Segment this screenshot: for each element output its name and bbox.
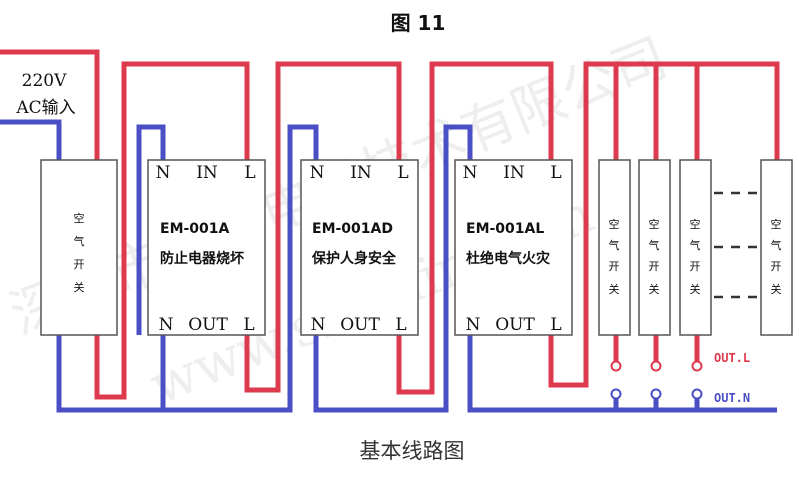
module-em-001al: N IN L EM-001AL 杜绝电气火灾 N OUT L bbox=[454, 159, 573, 336]
branch-4-char-2: 气 bbox=[771, 238, 782, 252]
live-wire-module1-to-module2 bbox=[244, 61, 402, 393]
out-n-label: OUT.N bbox=[714, 391, 750, 405]
module-3-top-in: IN bbox=[503, 163, 525, 183]
module-2-bottom-out: OUT bbox=[340, 315, 380, 335]
module-1-top-n: N bbox=[156, 163, 171, 183]
live-wire-breaker-to-module1 bbox=[94, 61, 250, 400]
neutral-loop-module3 bbox=[313, 124, 473, 413]
main-breaker-char-4: 关 bbox=[74, 280, 85, 294]
out-n-terminal-3 bbox=[691, 388, 703, 400]
module-1-model: EM-001A bbox=[160, 221, 230, 237]
branch-breaker-3: 空 气 开 关 bbox=[679, 159, 712, 336]
figure-title: 图 11 bbox=[391, 11, 446, 35]
branch-3-char-3: 开 bbox=[690, 260, 701, 273]
module-2-top-l: L bbox=[397, 163, 408, 183]
out-l-terminal-3 bbox=[691, 360, 703, 372]
neutral-wires bbox=[0, 119, 777, 413]
module-1-bottom-n: N bbox=[159, 315, 174, 335]
module-em-001ad: N IN L EM-001AD 保护人身安全 N OUT L bbox=[300, 159, 419, 336]
neutral-link-module1-to-module2 bbox=[136, 124, 166, 335]
module-3-top-l: L bbox=[550, 163, 561, 183]
branch-1-char-2: 气 bbox=[609, 238, 620, 252]
module-3-top-n: N bbox=[463, 163, 478, 183]
branch-1-char-3: 开 bbox=[609, 260, 620, 273]
branch-1-char-4: 关 bbox=[609, 282, 620, 296]
branch-breaker-4: 空 气 开 关 bbox=[760, 159, 793, 336]
branch-4-char-1: 空 bbox=[771, 217, 782, 231]
module-2-function: 保护人身安全 bbox=[311, 250, 397, 267]
module-1-bottom-out: OUT bbox=[188, 315, 228, 335]
branch-2-char-4: 关 bbox=[649, 282, 660, 296]
module-2-bottom-n: N bbox=[311, 315, 326, 335]
branch-2-char-2: 气 bbox=[649, 238, 660, 252]
live-wire-module2-to-module3 bbox=[396, 61, 554, 395]
output-terminals bbox=[610, 360, 703, 400]
more-branches-ellipsis bbox=[714, 191, 760, 299]
main-breaker-char-3: 开 bbox=[74, 258, 85, 271]
module-3-bottom-out: OUT bbox=[495, 315, 535, 335]
module-1-top-l: L bbox=[244, 163, 255, 183]
main-breaker-char-1: 空 bbox=[74, 211, 85, 225]
branch-3-char-2: 气 bbox=[690, 238, 701, 252]
branch-2-char-1: 空 bbox=[649, 217, 660, 231]
module-1-top-in: IN bbox=[196, 163, 218, 183]
module-em-001a: N IN L EM-001A 防止电器烧坏 N OUT L bbox=[147, 159, 266, 336]
module-2-model: EM-001AD bbox=[312, 221, 393, 237]
module-1-function: 防止电器烧坏 bbox=[160, 250, 244, 267]
out-n-terminal-2 bbox=[650, 388, 662, 400]
live-input-wire bbox=[0, 49, 100, 160]
live-wires bbox=[0, 49, 780, 400]
module-2-bottom-l: L bbox=[395, 315, 406, 335]
out-l-label: OUT.L bbox=[714, 351, 750, 365]
module-2-top-n: N bbox=[310, 163, 325, 183]
out-l-terminal-1 bbox=[610, 360, 622, 372]
input-ac-label: AC输入 bbox=[15, 98, 75, 118]
main-breaker-char-2: 气 bbox=[74, 234, 85, 248]
neutral-out-bus bbox=[467, 335, 777, 413]
branch-3-char-4: 关 bbox=[690, 282, 701, 296]
branch-breaker-1: 空 气 开 关 bbox=[598, 159, 631, 336]
branch-3-char-1: 空 bbox=[690, 217, 701, 231]
module-2-top-in: IN bbox=[350, 163, 372, 183]
diagram-caption: 基本线路图 bbox=[360, 439, 465, 463]
module-3-bottom-l: L bbox=[550, 315, 561, 335]
module-3-model: EM-001AL bbox=[466, 221, 544, 237]
branch-4-char-3: 开 bbox=[771, 260, 782, 273]
module-1-bottom-l: L bbox=[243, 315, 254, 335]
out-n-terminal-1 bbox=[610, 388, 622, 400]
module-3-bottom-n: N bbox=[466, 315, 481, 335]
module-3-function: 杜绝电气火灾 bbox=[466, 250, 551, 267]
branch-breaker-2: 空 气 开 关 bbox=[638, 159, 671, 336]
branch-1-char-1: 空 bbox=[609, 217, 620, 231]
live-wire-module3-to-bus bbox=[548, 61, 780, 388]
neutral-input-wire bbox=[0, 119, 62, 160]
out-l-terminal-2 bbox=[650, 360, 662, 372]
branch-2-char-3: 开 bbox=[649, 260, 660, 273]
main-breaker: 空 气 开 关 bbox=[40, 159, 118, 336]
branch-4-char-4: 关 bbox=[771, 282, 782, 296]
neutral-loop-module2 bbox=[163, 124, 319, 413]
input-voltage-label: 220V bbox=[22, 71, 67, 91]
